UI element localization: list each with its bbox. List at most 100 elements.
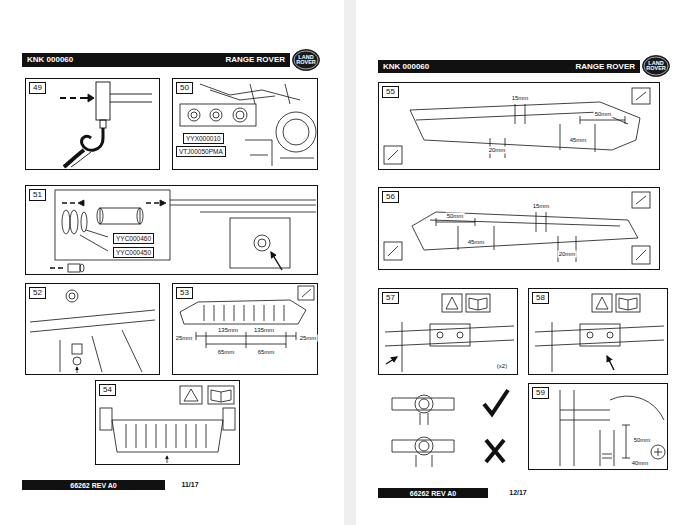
underbody-drawing — [167, 456, 168, 463]
engine-bay-drawing — [283, 119, 309, 145]
bumper-bracket-drawing — [446, 297, 458, 309]
tow-bracket-drawing — [654, 448, 662, 456]
engine-bay-drawing — [180, 104, 256, 126]
pipe-fitting-drawing — [271, 252, 282, 270]
trim-strip-drawing — [412, 212, 638, 250]
part-number: YYC000450 — [116, 248, 151, 257]
bumper-bracket-drawing — [457, 332, 463, 338]
footer-band: 66262 REV A0 — [22, 480, 165, 490]
trim-strip-drawing — [388, 150, 398, 160]
correct-incorrect-drawing — [484, 390, 508, 414]
correct-incorrect-drawing — [392, 440, 454, 452]
logo-oval — [293, 50, 320, 71]
dimension-label: 45mm — [569, 137, 588, 144]
underbody-drawing — [112, 420, 223, 452]
tow-bracket-drawing — [560, 390, 610, 466]
undertray-drawing — [180, 300, 306, 324]
trim-strip-drawing — [410, 102, 640, 150]
tow-bracket-drawing — [602, 454, 612, 458]
pipe-fitting-drawing — [160, 200, 166, 206]
trim-strip-drawing — [384, 192, 650, 264]
correct-incorrect-drawing — [486, 440, 504, 462]
trim-strip-drawing — [458, 226, 494, 250]
bumper-bracket-drawing — [616, 294, 640, 312]
trim-strip-drawing — [515, 104, 525, 124]
tow-hook-drawing — [110, 102, 152, 103]
trim-strip-drawing — [636, 196, 646, 204]
bumper-bracket-drawing — [607, 356, 614, 370]
correct-incorrect-drawing — [392, 398, 454, 410]
frame-bracket-drawing — [66, 290, 78, 302]
pipe-fitting-drawing — [86, 230, 108, 237]
trim-strip-drawing — [384, 88, 650, 164]
underbody-drawing — [208, 386, 234, 404]
trim-strip-drawing — [580, 120, 625, 121]
bumper-bracket-drawing — [469, 298, 487, 310]
trim-strip-drawing — [436, 222, 475, 223]
pipe-fitting-drawing — [80, 264, 84, 272]
trim-strip-drawing — [560, 124, 595, 152]
pipe-fitting-drawing — [50, 267, 63, 269]
step-panel: 59 — [528, 383, 668, 470]
pipe-fitting-drawing — [50, 190, 316, 272]
underbody-drawing — [223, 408, 235, 430]
vehicle-model: RANGE ROVER — [575, 62, 635, 72]
undertray-drawing — [206, 344, 286, 345]
bumper-bracket-drawing — [385, 322, 514, 372]
tow-hook-drawing — [82, 128, 103, 150]
quantity-label: (x2) — [496, 363, 508, 370]
tow-bracket-drawing — [626, 425, 627, 458]
step-number: 59 — [532, 387, 549, 399]
engine-bay-drawing — [191, 112, 197, 118]
document-code: KNK 000060 — [383, 62, 429, 72]
engine-bay-drawing — [188, 109, 200, 121]
part-number: YYX000010 — [186, 134, 221, 143]
pipe-fitting-drawing — [78, 200, 84, 206]
frame-bracket-drawing — [69, 293, 75, 299]
step-panel: 49 — [25, 78, 160, 170]
undertray-drawing — [302, 289, 311, 297]
bumper-bracket-drawing — [607, 332, 613, 338]
tow-bracket-drawing — [560, 390, 665, 466]
engine-bay-drawing — [236, 111, 244, 119]
dimension-label: 15mm — [532, 203, 551, 210]
dimension-label: 50mm — [594, 111, 613, 118]
trim-strip-drawing — [558, 236, 576, 262]
correct-incorrect-drawing — [420, 413, 428, 425]
step-number: 50 — [176, 82, 193, 94]
document-code: KNK 000060 — [27, 55, 73, 65]
part-number-box: YYC000460 — [113, 233, 154, 244]
dimension-label: 135mm — [217, 327, 239, 334]
dimension-label: 20mm — [558, 251, 577, 258]
pipe-fitting-drawing — [70, 210, 78, 234]
bumper-bracket-drawing — [587, 332, 593, 338]
pipe-fitting-drawing — [137, 208, 143, 224]
step-number: 53 — [176, 287, 193, 299]
trim-strip-drawing — [636, 250, 646, 260]
step-panel: 58 — [528, 288, 668, 375]
document-revision: 66262 REV A0 — [410, 489, 456, 498]
pipe-fitting-drawing — [170, 200, 316, 212]
correct-incorrect-drawing — [419, 441, 429, 451]
tow-hook-drawing — [110, 94, 152, 95]
underbody-drawing — [100, 408, 112, 430]
brand-logo: LAND ROVER — [642, 55, 670, 77]
step-number: 51 — [29, 189, 46, 201]
header-band: KNK 000060RANGE ROVER — [22, 53, 290, 67]
trim-strip-drawing — [632, 246, 650, 264]
engine-bay-drawing — [180, 84, 316, 166]
pipe-fitting-drawing — [81, 212, 87, 232]
logo-ring — [294, 51, 318, 69]
footer-band: 66262 REV A0 — [378, 488, 488, 498]
dimension-label: 50mm — [633, 437, 652, 444]
part-number: VTJ00050PMA — [179, 147, 223, 156]
correct-incorrect-drawing — [415, 395, 433, 413]
part-number-box: VTJ00050PMA — [176, 146, 226, 157]
correct-incorrect-drawing — [419, 399, 429, 409]
correct-incorrect-drawing — [416, 455, 432, 467]
dimension-label: 45mm — [467, 239, 486, 246]
tow-hook-drawing — [71, 152, 91, 167]
undertray-drawing — [196, 332, 296, 348]
trim-strip-drawing — [632, 88, 650, 104]
tow-hook-drawing — [96, 82, 110, 120]
